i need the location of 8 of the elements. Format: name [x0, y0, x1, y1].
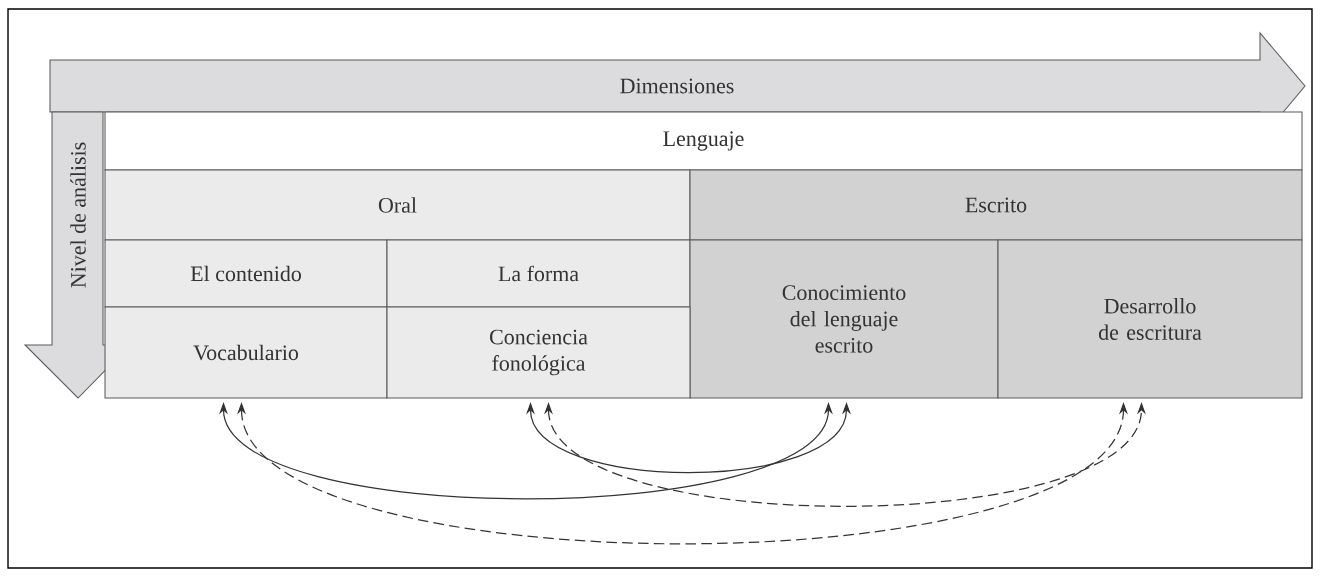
table-cell: Vocabulario	[104, 306, 388, 399]
table-cell: El contenido	[104, 239, 388, 308]
table-cell: Desarrollo de escritura	[997, 239, 1303, 399]
header-cell: Escrito	[689, 169, 1303, 241]
header-cell: Lenguaje	[104, 111, 1303, 171]
table-cell: La forma	[386, 239, 691, 308]
table-cell: Conciencia fonológica	[386, 306, 691, 399]
table-cell: Conocimiento del lenguaje escrito	[689, 239, 999, 399]
